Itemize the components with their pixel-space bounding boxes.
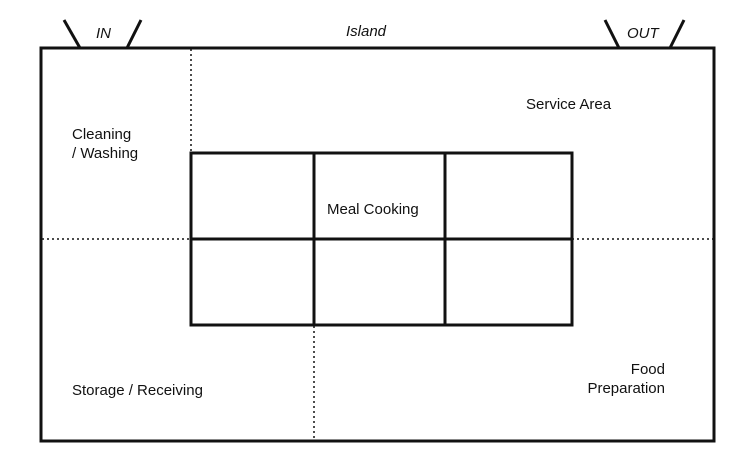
out-label: OUT xyxy=(627,25,659,42)
cleaning-washing-label: Cleaning / Washing xyxy=(72,125,138,163)
cleaning-label-line2: / Washing xyxy=(72,145,139,162)
food-preparation-label: Food Preparation xyxy=(560,360,665,398)
food-label-line1: Food xyxy=(630,361,665,378)
outer-wall xyxy=(39,46,716,443)
food-label-line2: Preparation xyxy=(587,380,665,397)
island-label: Island xyxy=(346,23,387,40)
meal-cooking-label: Meal Cooking xyxy=(327,201,419,218)
in-door-marker xyxy=(62,19,143,49)
service-area-label: Service Area xyxy=(526,96,612,113)
island-grid xyxy=(189,151,574,327)
storage-receiving-label: Storage / Receiving xyxy=(72,382,203,399)
in-label: IN xyxy=(96,25,111,42)
out-door-marker xyxy=(603,19,686,49)
cleaning-label-line1: Cleaning xyxy=(72,126,132,143)
